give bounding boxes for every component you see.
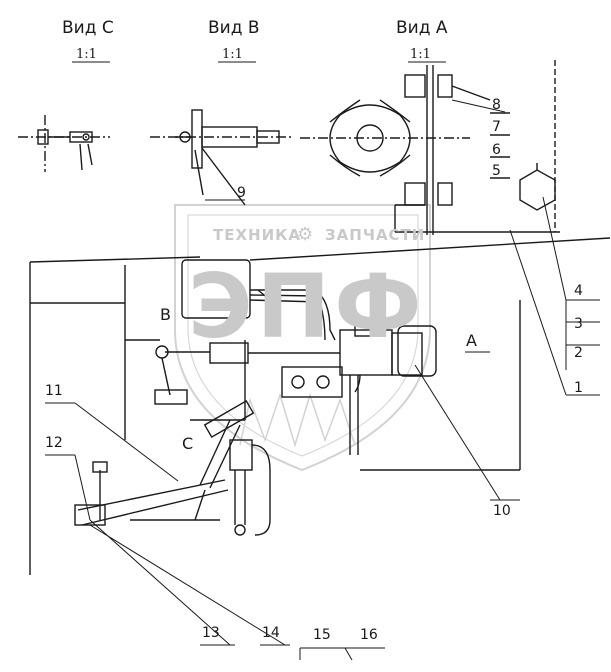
watermark-shield [174,204,431,472]
view-b-title: Вид В [208,18,260,38]
callout-3: 3 [574,316,583,332]
callout-7: 7 [492,119,501,135]
main-frame [29,237,611,575]
marker-c: С [182,434,194,453]
solenoid-unit [165,317,437,455]
callout-10: 10 [493,503,511,519]
view-b-scale: 1:1 [222,47,243,62]
callout-12: 12 [45,435,63,451]
linkage [74,345,271,536]
callout-8: 8 [492,97,501,113]
watermark-gear-icon: ⚙ [297,224,314,245]
callout-13: 13 [202,625,220,641]
callout-4: 4 [574,283,583,299]
view-c-scale: 1:1 [76,47,97,62]
view-a-scale: 1:1 [410,47,431,62]
relay-box [181,259,336,341]
callout-5: 5 [492,163,501,179]
watermark-brand: ЭПФ [188,255,426,358]
view-a-detail [300,60,560,235]
leader-lines [45,61,600,661]
watermark-text-left: ТЕХНИКА [213,226,302,244]
view-c-detail [18,115,110,172]
callout-9: 9 [237,185,246,201]
watermark-text-right: ЗАПЧАСТИ [325,226,426,244]
view-b-detail [150,109,292,206]
callout-11: 11 [45,383,63,399]
callout-14: 14 [262,625,280,641]
view-c-title: Вид С [62,18,114,38]
callout-1: 1 [574,380,583,396]
callout-16: 16 [360,627,378,643]
callout-2: 2 [574,345,583,361]
callout-6: 6 [492,142,501,158]
marker-a: А [466,331,477,350]
marker-b: В [160,305,171,324]
view-a-title: Вид А [396,18,448,38]
callout-15: 15 [313,627,331,643]
drawing-lines [18,60,611,661]
